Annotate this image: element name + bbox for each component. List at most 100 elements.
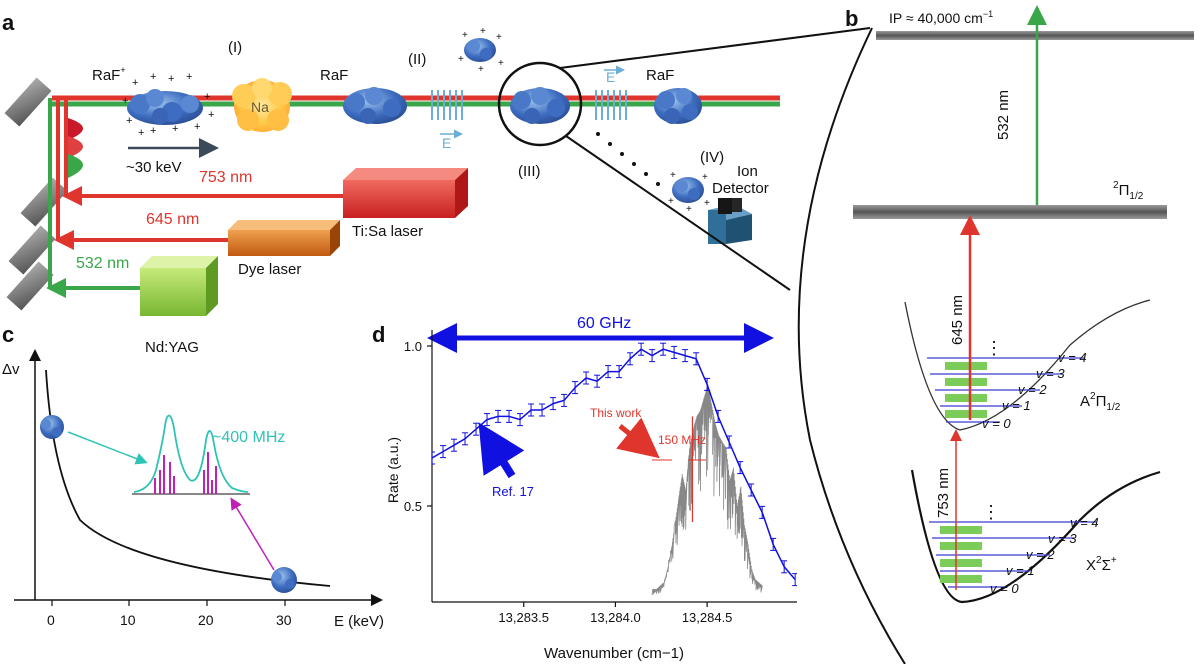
a-v2: v = 2 xyxy=(1018,382,1047,397)
c-xtick: 20 xyxy=(198,612,214,628)
stage-2-label: (II) xyxy=(408,51,426,68)
raf-plus-label: RaF+ xyxy=(92,65,126,84)
svg-text:+: + xyxy=(168,73,174,85)
svg-text:+: + xyxy=(498,58,504,69)
panel-a: a Ti:S xyxy=(2,10,871,356)
zoom-line-bottom xyxy=(565,135,791,291)
d-xtick-label: 13,284.5 xyxy=(682,610,733,625)
svg-text:+: + xyxy=(496,32,502,43)
energy-label: ~30 keV xyxy=(126,159,181,176)
svg-text:+: + xyxy=(458,54,464,65)
svg-text:+: + xyxy=(186,71,192,83)
charge-marks: ++++ ++++ ++++ xyxy=(122,71,214,139)
d-ylabel: Rate (a.u.) xyxy=(385,437,401,503)
na-label: Na xyxy=(251,99,269,115)
span-label: 60 GHz xyxy=(577,315,631,332)
dye-label: Dye laser xyxy=(238,261,301,278)
zoom-line-top xyxy=(559,27,871,69)
ip-label: IP ≈ 40,000 cm−1 xyxy=(889,9,993,26)
x-state-ellipsis: ⋮ xyxy=(982,502,1000,522)
c-inset-spectrum xyxy=(133,414,249,493)
this-work-arrow xyxy=(616,417,660,459)
c-arrow-magenta xyxy=(230,497,275,571)
svg-text:+: + xyxy=(204,91,210,103)
this-work-label: This work xyxy=(590,406,642,420)
x-v4: v = 4 xyxy=(1070,515,1099,530)
panel-c-label: c xyxy=(2,322,14,347)
x-v2: v = 2 xyxy=(1026,547,1055,562)
ion-path-dots xyxy=(596,132,660,186)
a-v3: v = 3 xyxy=(1036,366,1065,381)
ndyag-laser xyxy=(140,256,218,316)
stage-4-label: (IV) xyxy=(700,149,724,166)
ion-detector xyxy=(708,198,752,244)
raf-label-2: RaF xyxy=(646,67,674,84)
laser-645-label: 645 nm xyxy=(146,211,199,228)
panel-c: c Δv 0 10 20 30 E (keV) xyxy=(2,322,384,630)
mirrors xyxy=(4,77,68,311)
field-label-2: E xyxy=(606,69,615,85)
laser-532-label: 532 nm xyxy=(76,255,129,272)
interaction-region xyxy=(497,61,583,147)
c-x-ticks xyxy=(51,600,286,606)
c-xlabel: E (keV) xyxy=(334,613,384,630)
a-state-populations xyxy=(945,362,987,418)
svg-text:+: + xyxy=(194,121,200,133)
series-ref-17 xyxy=(432,348,796,581)
raf-molecule-bunch xyxy=(343,87,407,124)
c-arrow-teal xyxy=(67,431,148,465)
c-xtick: 0 xyxy=(47,612,55,628)
ion-detector-label-1: Ion xyxy=(737,163,758,180)
d-ytick-label: 0.5 xyxy=(404,499,422,514)
tisa-label: Ti:Sa laser xyxy=(352,223,423,240)
c-inset-lines xyxy=(154,452,217,494)
svg-text:+: + xyxy=(670,170,676,181)
svg-text:+: + xyxy=(150,71,156,83)
panel-c-ylabel: Δv xyxy=(2,361,20,378)
a-state-vib-levels xyxy=(927,357,1085,423)
wl-645-label: 645 nm xyxy=(949,295,966,345)
stage-3-label: (III) xyxy=(518,163,541,180)
field-plates-1 xyxy=(431,90,463,120)
ref-arrow xyxy=(478,422,525,479)
ion-detector-label-2: Detector xyxy=(712,180,769,197)
raf-label-1: RaF xyxy=(320,67,348,84)
ndyag-label: Nd:YAG xyxy=(145,339,199,356)
panel-d-label: d xyxy=(372,322,385,347)
wl-753-label: 753 nm xyxy=(935,468,952,518)
d-xtick-label: 13,283.5 xyxy=(498,610,549,625)
x-state-vib-levels xyxy=(929,521,1096,588)
ref-label: Ref. 17 xyxy=(492,484,534,499)
d-xlabel: Wavenumber (cm−1) xyxy=(544,645,684,662)
svg-text:+: + xyxy=(138,127,144,139)
svg-text:+: + xyxy=(704,198,710,209)
raf-ion-bunch xyxy=(127,89,203,125)
panel-b: b IP ≈ 40,000 cm−1 2Π1/2 532 nm v = 4 v … xyxy=(797,5,1194,664)
panel-b-label: b xyxy=(845,6,858,31)
d-ticks xyxy=(427,345,708,607)
svg-text:+: + xyxy=(480,26,486,37)
a-state-label: A2Π1/2 xyxy=(1080,391,1121,413)
mirror xyxy=(6,261,54,311)
tisa-laser xyxy=(343,168,468,218)
raf-molecule-bunch xyxy=(510,87,570,124)
pi-state-level xyxy=(853,205,1167,219)
svg-text:+: + xyxy=(172,123,178,135)
na-cell xyxy=(232,78,292,132)
svg-text:+: + xyxy=(150,125,156,137)
svg-text:+: + xyxy=(478,64,484,75)
d-xtick-label: 13,284.0 xyxy=(590,610,641,625)
width-label: 150 MHz xyxy=(658,433,706,447)
x-v1: v = 1 xyxy=(1006,563,1035,578)
x-v0: v = 0 xyxy=(990,581,1019,596)
a-state-potential xyxy=(904,299,1151,431)
a-v4: v = 4 xyxy=(1058,350,1087,365)
c-molecule-top xyxy=(40,415,64,439)
a-state-ellipsis: ⋮ xyxy=(985,338,1003,358)
wl-532-label: 532 nm xyxy=(995,90,1012,140)
mirror xyxy=(20,177,68,227)
laser-753-label: 753 nm xyxy=(199,169,252,186)
svg-text:+: + xyxy=(462,30,468,41)
